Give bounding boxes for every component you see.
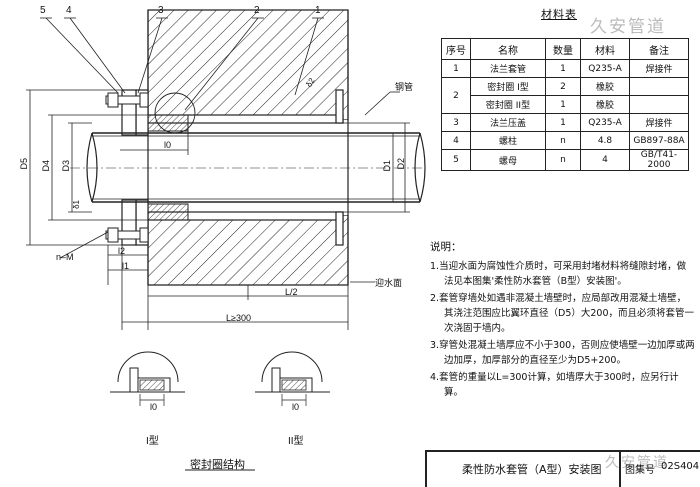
cell-note bbox=[629, 77, 689, 96]
cell-no: 3 bbox=[441, 113, 471, 132]
materials-header-row: 序号 名称 数量 材料 备注 bbox=[441, 38, 689, 60]
col-header: 备注 bbox=[629, 38, 689, 60]
cell-name: 密封圈 I型 bbox=[470, 77, 546, 96]
seal-II-l0: l0 bbox=[292, 402, 300, 412]
label-steel-pipe: 钢管 bbox=[395, 82, 414, 92]
seal-type-II: II型 bbox=[288, 436, 304, 447]
cell-name: 螺柱 bbox=[470, 131, 546, 150]
table-row: 4 螺柱 n 4.8 GB897-88A bbox=[441, 131, 689, 150]
cell-mat: Q235-A bbox=[580, 113, 630, 132]
dim-l0: l0 bbox=[164, 140, 172, 150]
cell-no: 5 bbox=[441, 149, 471, 171]
notes-heading: 说明： bbox=[430, 241, 462, 253]
table-row: 3 法兰压盖 1 Q235-A 焊接件 bbox=[441, 113, 689, 132]
table-row: 2 密封圈 I型 2 橡胶 bbox=[441, 77, 689, 114]
seal-caption: 密封圈结构 bbox=[190, 459, 245, 471]
cell-mat: Q235-A bbox=[580, 59, 630, 78]
dim-D4: D4 bbox=[41, 160, 51, 172]
label-n-M: n–M bbox=[56, 252, 74, 262]
cell-name: 密封圈 II型 bbox=[470, 95, 546, 114]
dim-l2: l2 bbox=[118, 246, 126, 256]
cell-note: 焊接件 bbox=[629, 59, 689, 78]
label-water-side: 迎水面 bbox=[375, 278, 403, 288]
watermark-top: 久安管道 bbox=[590, 17, 666, 37]
callout-3: 3 bbox=[158, 5, 164, 16]
cell-qty: 1 bbox=[545, 59, 581, 78]
dim-D5: D5 bbox=[19, 158, 29, 170]
materials-table: 序号 名称 数量 材料 备注 1 法兰套管 1 Q235-A 焊接件 2 密封圈… bbox=[441, 38, 689, 171]
cell-qty: 2 bbox=[545, 77, 581, 96]
cell-no: 2 bbox=[441, 77, 471, 114]
cell-note bbox=[629, 95, 689, 114]
cell-mat: 4 bbox=[580, 149, 630, 171]
cell-name: 法兰压盖 bbox=[470, 113, 546, 132]
cell-no: 1 bbox=[441, 59, 471, 78]
cell-mat: 橡胶 bbox=[580, 95, 630, 114]
dim-L-half: L/2 bbox=[285, 287, 298, 297]
dim-D2: D2 bbox=[396, 158, 406, 170]
dim-l1: l1 bbox=[122, 261, 130, 271]
cell-note: GB/T41-2000 bbox=[629, 149, 689, 171]
atlas-label: 图集号 bbox=[625, 465, 655, 476]
note-item: 1.当迎水面为腐蚀性介质时，可采用封堵材料将缝隙封堵，做法见本图集'柔性防水套管… bbox=[430, 261, 687, 287]
cell-qty: n bbox=[545, 149, 581, 171]
cell-qty: 1 bbox=[545, 95, 581, 114]
col-header: 名称 bbox=[470, 38, 546, 60]
note-item: 4.套管的重量以L=300计算，如墙厚大于300时，应另行计算。 bbox=[430, 372, 679, 398]
materials-title: 材料表 bbox=[541, 8, 577, 21]
cell-name: 螺母 bbox=[470, 149, 546, 171]
cell-qty: n bbox=[545, 131, 581, 150]
title-block: 柔性防水套管（A型）安装图 图集号 02S404 bbox=[425, 450, 700, 487]
dim-D1: D1 bbox=[382, 160, 392, 172]
seal-I-l0: l0 bbox=[150, 402, 158, 412]
cell-name: 法兰套管 bbox=[470, 59, 546, 78]
dim-L-total: L≥300 bbox=[226, 313, 251, 323]
seal-detail-II bbox=[255, 351, 330, 406]
dim-delta1: δ1 bbox=[72, 200, 81, 209]
cell-note: GB897-88A bbox=[629, 131, 689, 150]
cell-note: 焊接件 bbox=[629, 113, 689, 132]
col-header: 序号 bbox=[441, 38, 471, 60]
callout-1: 1 bbox=[315, 5, 321, 16]
table-row: 1 法兰套管 1 Q235-A 焊接件 bbox=[441, 59, 689, 78]
cell-no: 4 bbox=[441, 131, 471, 150]
atlas-code: 02S404 bbox=[661, 461, 700, 472]
col-header: 材料 bbox=[580, 38, 630, 60]
cell-qty: 1 bbox=[545, 113, 581, 132]
table-row: 5 螺母 n 4 GB/T41-2000 bbox=[441, 149, 689, 171]
table-row: 密封圈 II型 1 橡胶 bbox=[442, 95, 689, 114]
callout-2: 2 bbox=[254, 5, 260, 16]
cell-mat: 橡胶 bbox=[580, 77, 630, 96]
seal-detail-I bbox=[110, 351, 185, 406]
note-item: 3.穿管处混凝土墙厚应不小于300，否则应使墙壁一边加厚或两边加厚，加厚部分的直… bbox=[430, 340, 695, 366]
callout-5: 5 bbox=[40, 5, 46, 16]
dim-D3: D3 bbox=[61, 160, 71, 172]
note-item: 2.套管穿墙处如遇非混凝土墙壁时，应局部改用混凝土墙壁，其浇注范围应比翼环直径（… bbox=[430, 293, 694, 334]
callout-4: 4 bbox=[66, 5, 72, 16]
seal-type-I: I型 bbox=[146, 436, 159, 447]
cell-mat: 4.8 bbox=[580, 131, 630, 150]
drawing-title: 柔性防水套管（A型）安装图 bbox=[462, 463, 602, 476]
col-header: 数量 bbox=[545, 38, 581, 60]
notes-section: 说明： 1.当迎水面为腐蚀性介质时，可采用封堵材料将缝隙封堵，做法见本图集'柔性… bbox=[430, 240, 695, 402]
